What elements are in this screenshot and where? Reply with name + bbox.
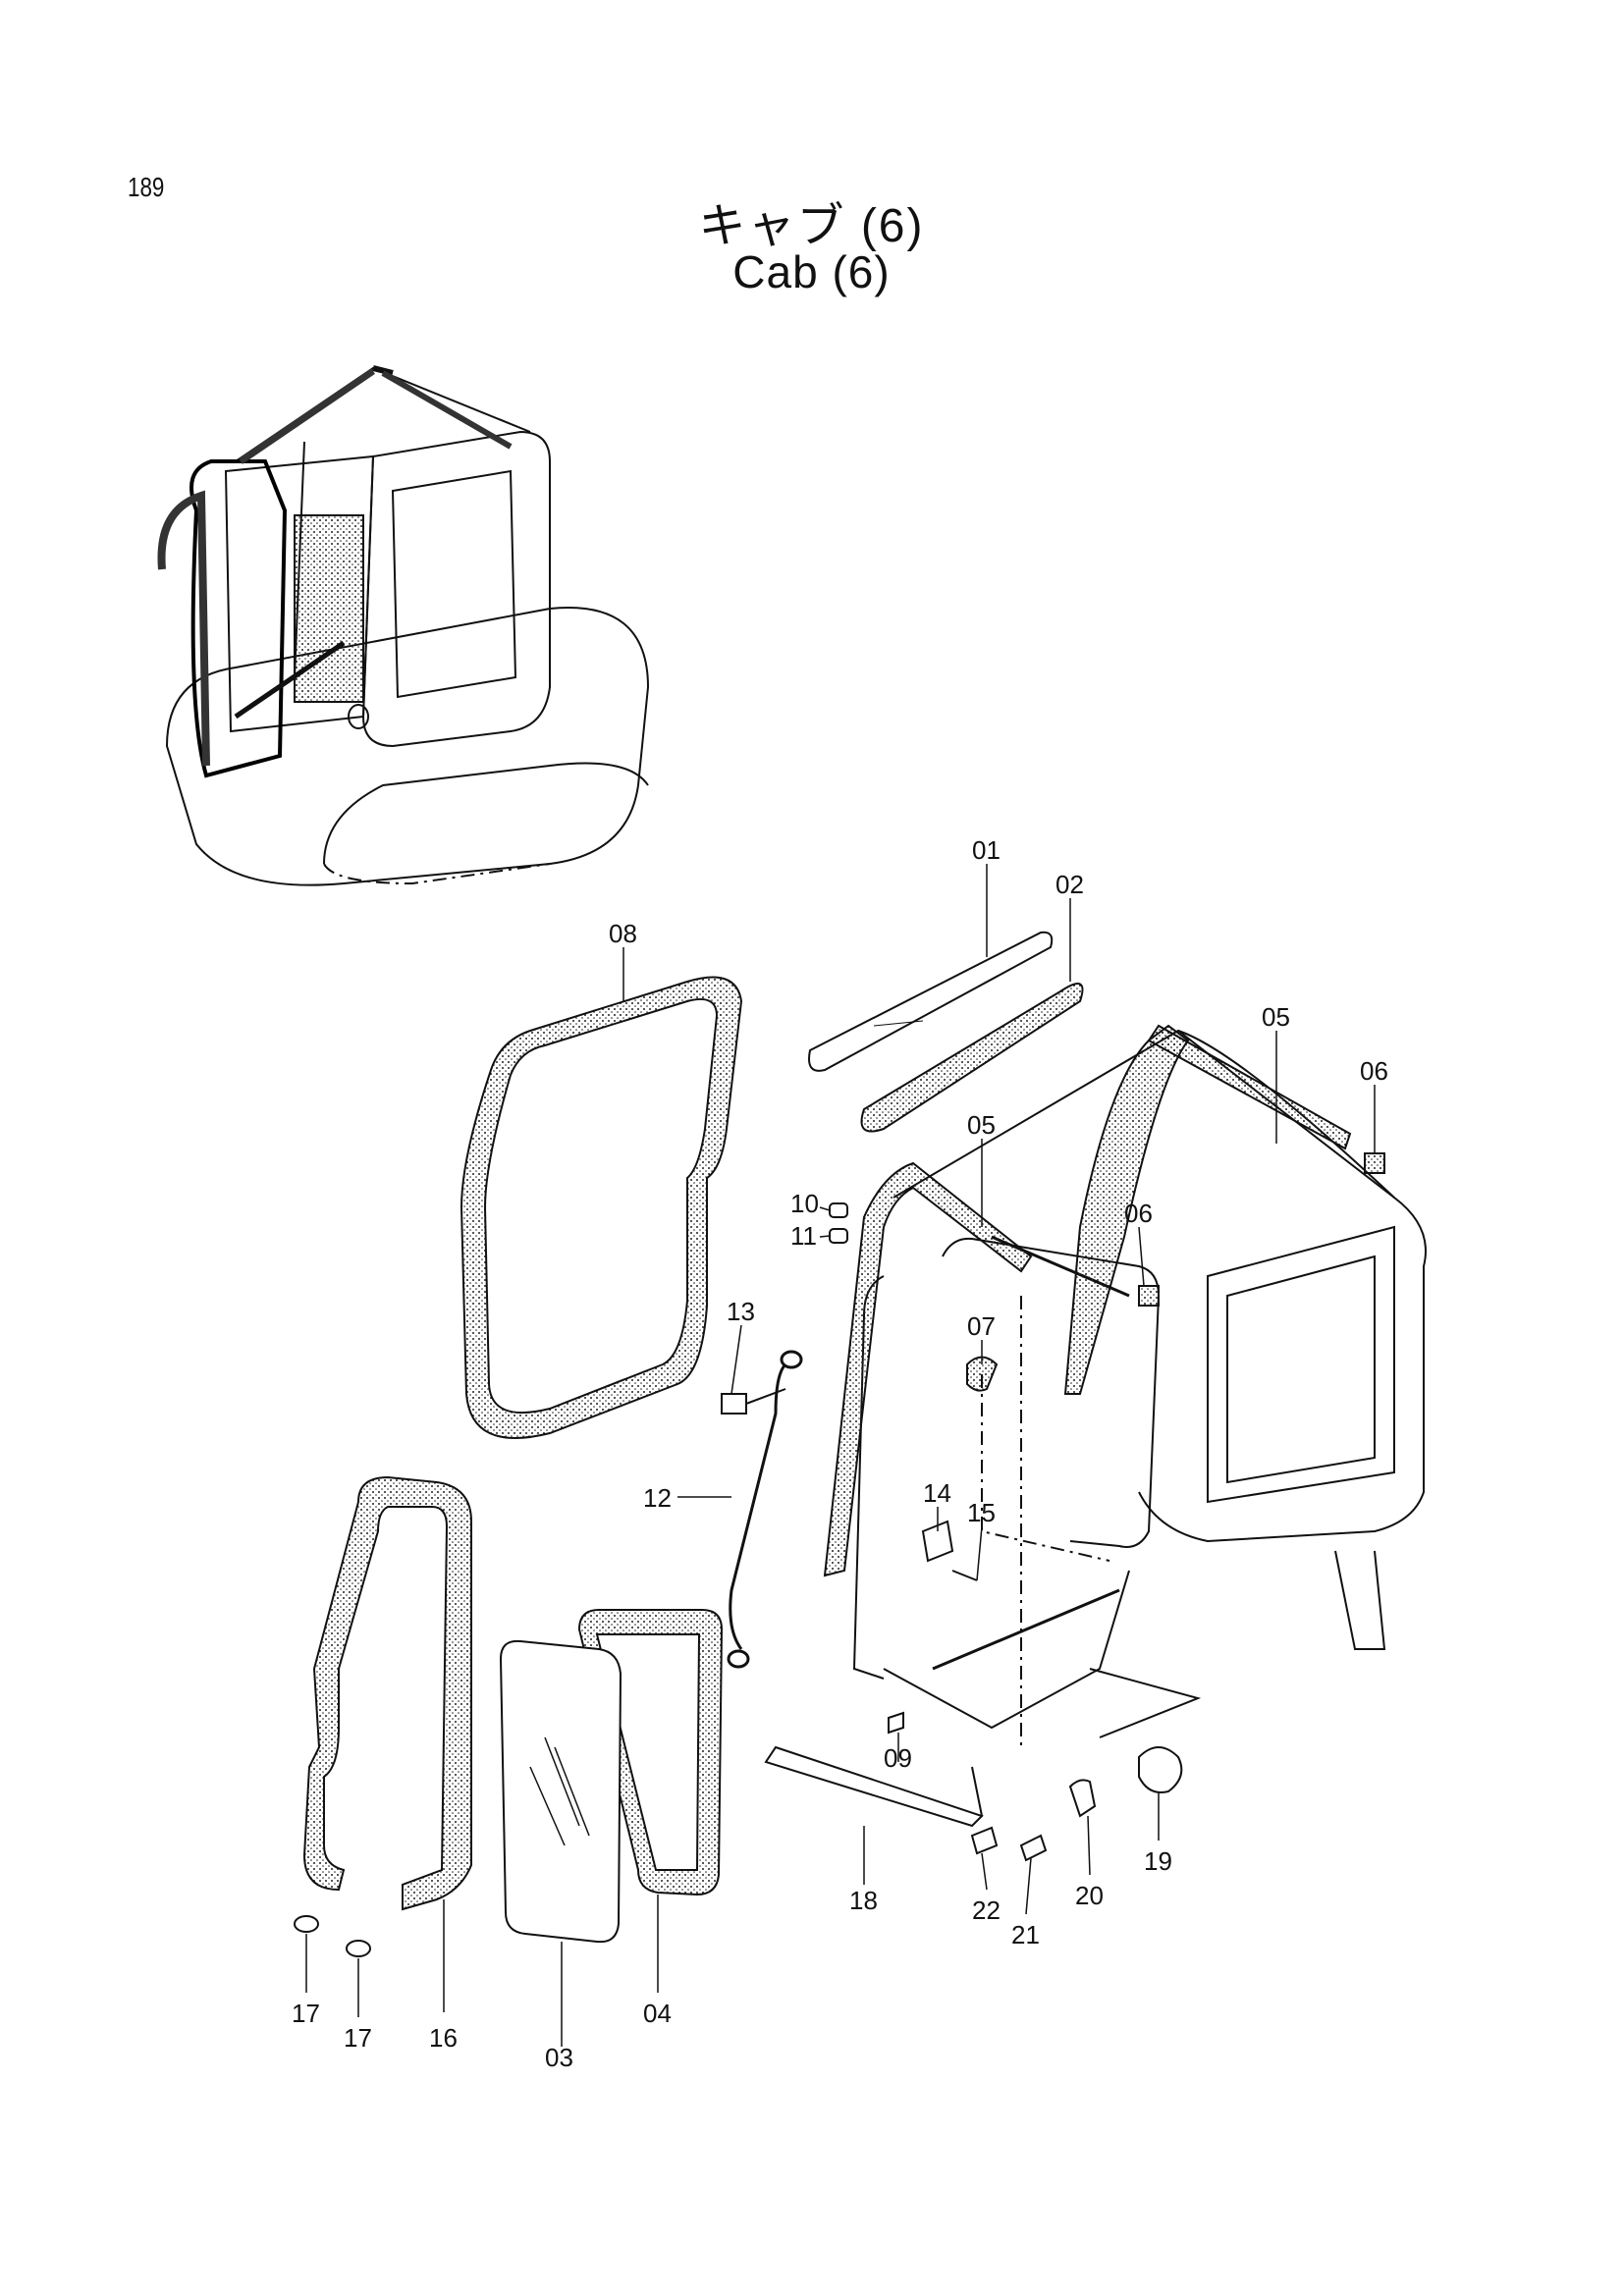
part-11-nut: [829, 1228, 848, 1244]
callout-05-top: 05: [1262, 1002, 1290, 1032]
callout-06-right: 06: [1360, 1056, 1388, 1086]
callout-12: 12: [643, 1483, 672, 1513]
leader-lines: [305, 864, 1376, 2047]
part-21-bolt: [1019, 1834, 1048, 1862]
part-05-seal-upper: [1063, 1024, 1352, 1395]
part-10-nut: [829, 1202, 848, 1218]
callout-10: 10: [790, 1189, 819, 1218]
part-02-strip: [860, 983, 1084, 1133]
part-05-seal-front: [823, 1161, 1033, 1577]
page-number: 189: [128, 172, 165, 202]
callout-15: 15: [967, 1498, 996, 1527]
part-03-window-glass: [499, 1639, 622, 1944]
part-17-cap-a: [294, 1915, 319, 1933]
callout-16: 16: [429, 2023, 458, 2053]
overview-machine: [157, 365, 650, 886]
callout-06-mid: 06: [1124, 1199, 1153, 1228]
callout-19: 19: [1144, 1846, 1172, 1876]
callout-18: 18: [849, 1886, 878, 1915]
callout-22: 22: [972, 1896, 1001, 1925]
callout-17-a: 17: [292, 1999, 320, 2028]
callout-20: 20: [1075, 1881, 1104, 1910]
part-19-stopper: [1138, 1746, 1183, 1793]
part-22-bolt: [970, 1826, 999, 1855]
part-20-plate: [1068, 1779, 1097, 1818]
callout-08: 08: [609, 919, 637, 948]
small-fittings: [294, 1152, 1385, 1957]
title-english: Cab (6): [732, 246, 891, 297]
callout-labels: 01 02 03 04 05 05 06 06 07 08 09 10 11 1…: [292, 835, 1388, 2072]
callout-17-b: 17: [344, 2023, 372, 2053]
callout-13: 13: [727, 1297, 755, 1326]
part-18-bracket: [764, 1745, 984, 1828]
callout-03: 03: [545, 2043, 573, 2072]
part-13-bolt: [721, 1393, 747, 1415]
callout-21: 21: [1011, 1920, 1040, 1949]
part-17-cap-b: [346, 1940, 371, 1957]
callout-07: 07: [967, 1311, 996, 1341]
part-07-cushion: [966, 1356, 999, 1392]
part-16-seal: [302, 1475, 472, 1911]
part-09-rail: [888, 1711, 904, 1735]
callout-05-front: 05: [967, 1110, 996, 1140]
part-12-rod: [727, 1350, 803, 1669]
callout-01: 01: [972, 835, 1001, 865]
callout-14: 14: [923, 1478, 951, 1508]
part-06-cap-b: [1138, 1285, 1160, 1307]
callout-11: 11: [790, 1221, 817, 1251]
part-01-strip: [808, 931, 1054, 1072]
callout-09: 09: [884, 1743, 912, 1773]
callout-02: 02: [1055, 870, 1084, 899]
callout-04: 04: [643, 1999, 672, 2028]
part-08-door-seal: [460, 976, 743, 1439]
part-14-striker: [921, 1520, 954, 1563]
title-japanese: キャブ (6): [698, 200, 925, 252]
part-06-cap-a: [1364, 1152, 1385, 1174]
